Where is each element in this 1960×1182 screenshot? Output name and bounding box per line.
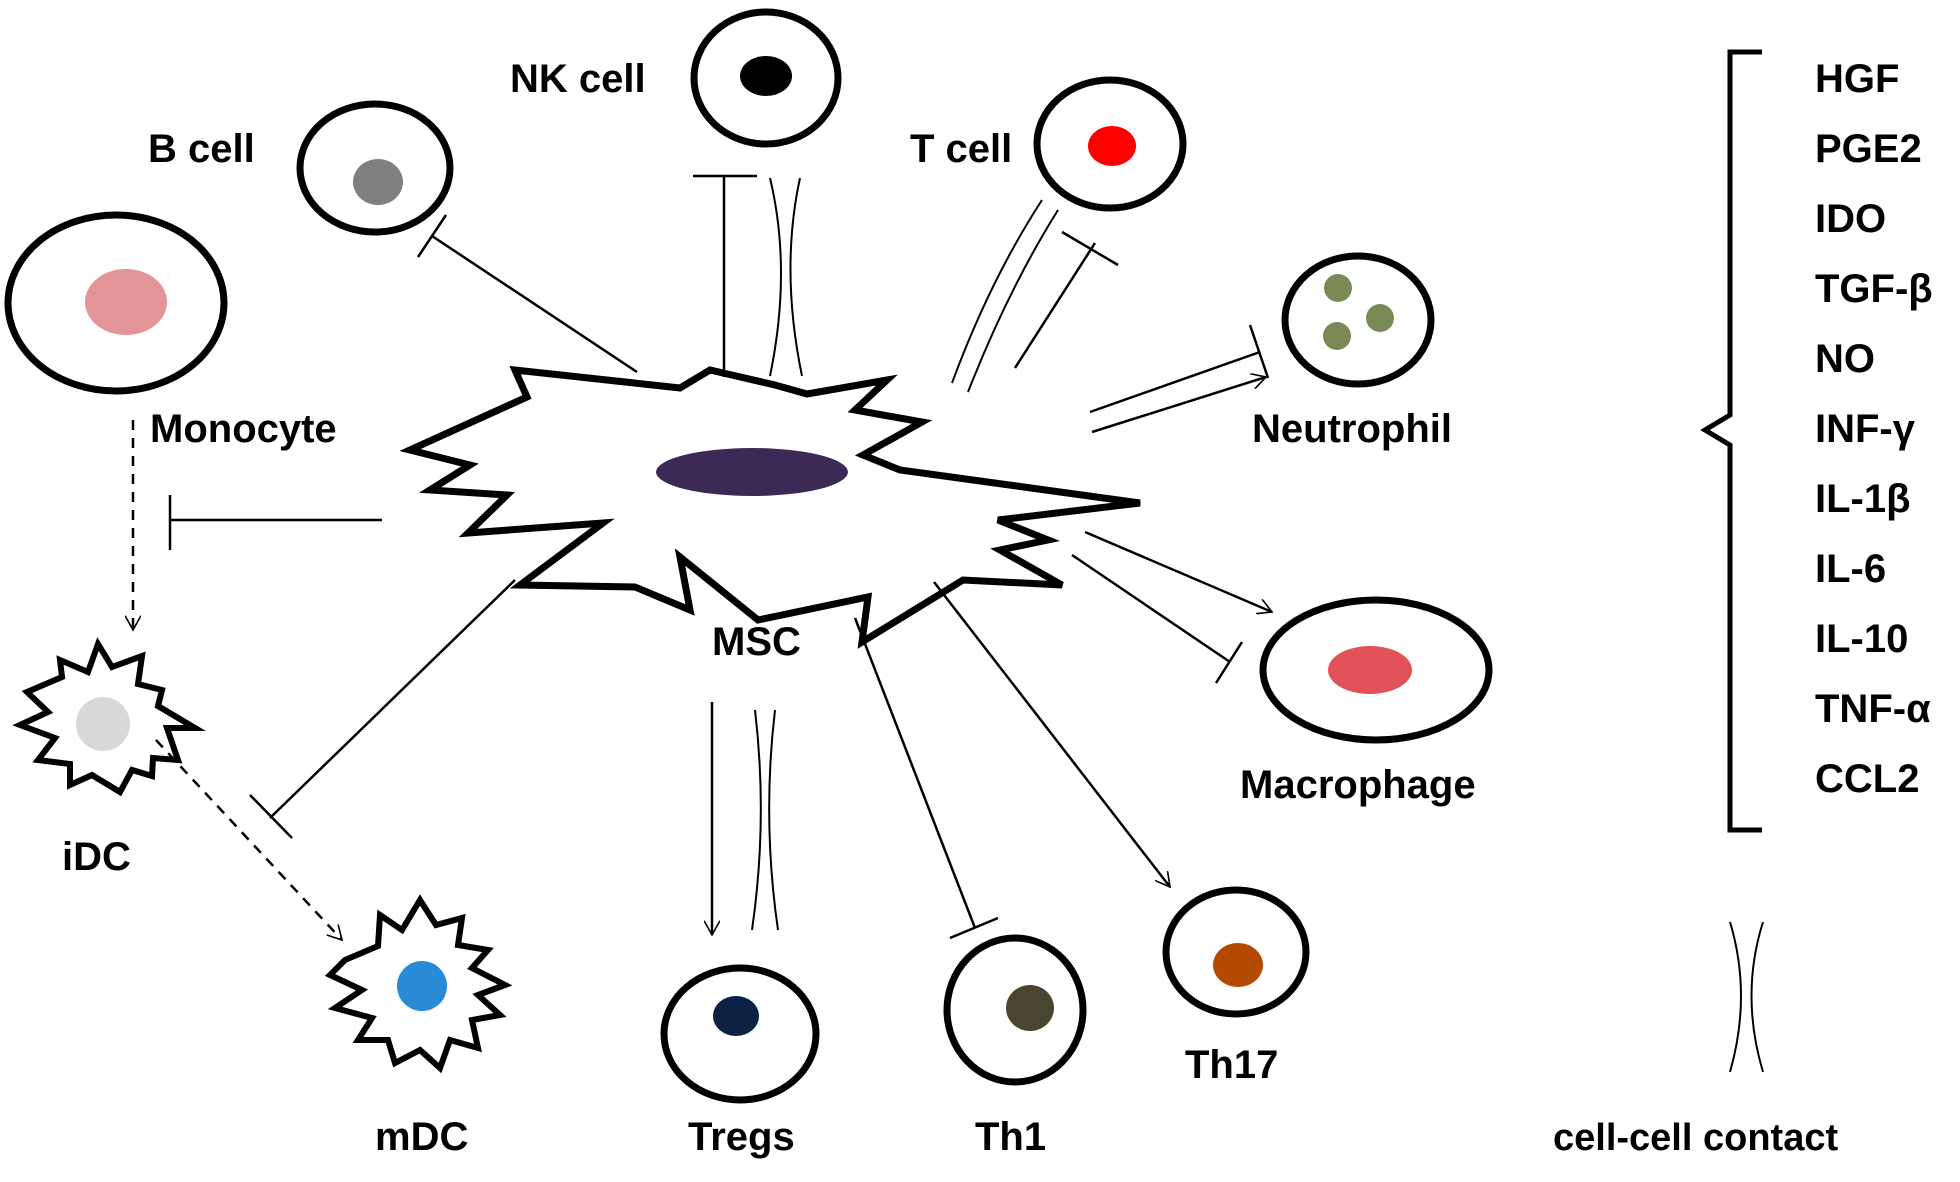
macrophage-cell: Macrophage bbox=[1240, 596, 1493, 807]
neutrophil-cell: Neutrophil bbox=[1252, 252, 1452, 451]
th17-cell: Th17 bbox=[1162, 886, 1310, 1087]
t-cell-label: T cell bbox=[910, 127, 1012, 171]
legend: cell-cell contact bbox=[1553, 921, 1838, 1159]
factor-item: INF-γ bbox=[1815, 407, 1916, 451]
tregs-cell: Tregs bbox=[660, 964, 820, 1159]
factor-item: NO bbox=[1815, 337, 1875, 381]
monocyte-cell: Monocyte bbox=[4, 211, 337, 451]
contact-tregs bbox=[751, 709, 779, 931]
secreted-factors: HGF PGE2 IDO TGF-β NO INF-γ IL-1β IL-6 I… bbox=[1700, 49, 1933, 833]
idc-nucleus bbox=[76, 697, 130, 751]
t-cell: T cell bbox=[910, 76, 1187, 212]
inhibition-monocyte bbox=[168, 495, 382, 550]
connectors bbox=[133, 174, 1272, 940]
factor-item: PGE2 bbox=[1815, 127, 1922, 171]
b-cell-label: B cell bbox=[148, 127, 255, 171]
th1-label: Th1 bbox=[975, 1115, 1046, 1159]
tregs-nucleus bbox=[713, 996, 759, 1036]
neutrophil-granule bbox=[1366, 304, 1394, 332]
inhibition-idc bbox=[249, 579, 516, 839]
factor-item: IL-1β bbox=[1815, 477, 1911, 521]
contact-nk-cell bbox=[769, 177, 803, 377]
macrophage-nucleus bbox=[1328, 646, 1412, 694]
neutrophil-label: Neutrophil bbox=[1252, 407, 1452, 451]
activation-th17 bbox=[933, 581, 1170, 887]
t-cell-nucleus bbox=[1088, 126, 1136, 166]
th17-label: Th17 bbox=[1185, 1043, 1278, 1087]
factor-item: CCL2 bbox=[1815, 757, 1919, 801]
inhibition-nk-cell bbox=[693, 174, 757, 377]
idc-label: iDC bbox=[62, 835, 131, 879]
factor-item: HGF bbox=[1815, 57, 1899, 101]
msc-nucleus bbox=[656, 448, 848, 496]
maturation-idc-mdc bbox=[155, 739, 342, 940]
inhibition-macrophage bbox=[1071, 553, 1244, 684]
th1-cell: Th1 bbox=[943, 934, 1087, 1159]
monocyte-nucleus bbox=[85, 269, 167, 335]
th17-nucleus bbox=[1213, 943, 1263, 987]
factor-item: TNF-α bbox=[1815, 687, 1931, 731]
neutrophil-granule bbox=[1323, 322, 1351, 350]
inhibition-t-cell bbox=[1013, 230, 1119, 369]
tregs-label: Tregs bbox=[688, 1115, 795, 1159]
inhibition-b-cell bbox=[416, 214, 638, 374]
macrophage-label: Macrophage bbox=[1240, 763, 1476, 807]
nk-cell: NK cell bbox=[510, 8, 842, 148]
monocyte-label: Monocyte bbox=[150, 407, 337, 451]
idc-cell: iDC bbox=[12, 637, 206, 879]
factor-item: IDO bbox=[1815, 197, 1886, 241]
th1-nucleus bbox=[1006, 985, 1054, 1031]
msc-starburst bbox=[399, 365, 1141, 649]
factor-item: IL-10 bbox=[1815, 617, 1908, 661]
neutrophil-granule bbox=[1324, 274, 1352, 302]
contact-legend-symbol bbox=[1729, 921, 1764, 1073]
msc-cell: MSC bbox=[399, 365, 1141, 664]
b-cell-nucleus bbox=[353, 159, 403, 205]
nk-nucleus bbox=[740, 56, 792, 96]
msc-label: MSC bbox=[712, 620, 801, 664]
activation-macrophage bbox=[1084, 530, 1272, 612]
inhibition-th1 bbox=[853, 617, 999, 940]
factor-item: IL-6 bbox=[1815, 547, 1886, 591]
inhibition-neutrophil bbox=[1089, 324, 1270, 414]
mdc-cell: mDC bbox=[324, 894, 513, 1159]
contact-t-cell bbox=[951, 199, 1059, 393]
factors-bracket bbox=[1700, 49, 1762, 833]
activation-neutrophil bbox=[1091, 377, 1266, 434]
nk-cell-label: NK cell bbox=[510, 57, 646, 101]
b-cell: B cell bbox=[148, 100, 454, 236]
contact-legend-label: cell-cell contact bbox=[1553, 1117, 1838, 1159]
mdc-label: mDC bbox=[375, 1115, 468, 1159]
mdc-nucleus bbox=[397, 961, 447, 1011]
factor-item: TGF-β bbox=[1815, 267, 1933, 311]
